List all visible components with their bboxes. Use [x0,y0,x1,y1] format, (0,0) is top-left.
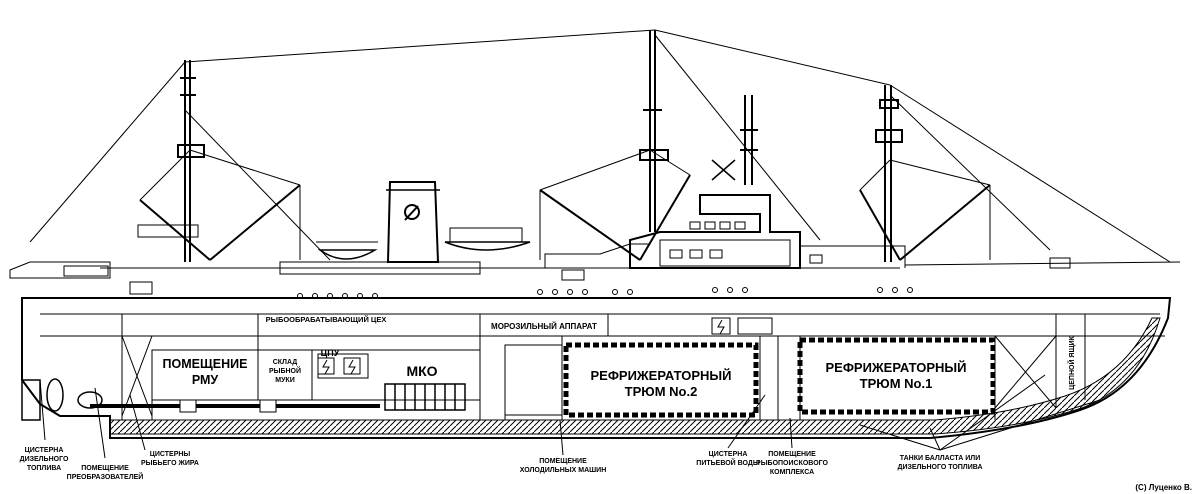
engine-room-label: МКО [406,363,437,379]
hammer-sickle-icon [404,204,420,221]
freezer-label: МОРОЗИЛЬНЫЙ АППАРАТ [491,322,597,331]
fish-oil-callout-2: РЫБЬЕГО ЖИРА [141,460,199,467]
refrigerated-hold-2 [563,342,759,418]
compartment-labels: ПОМЕЩЕНИЕ РМУ СКЛАД РЫБНОЙ МУКИ РЫБООБРА… [163,315,1076,399]
ballast-callout-1: ТАНКИ БАЛЛАСТА ИЛИ [900,455,981,462]
pomeshchenie-rmu-label-1: ПОМЕЩЕНИЕ [163,357,248,371]
hold-2-label-1: РЕФРИЖЕРАТОРНЫЙ [590,368,731,383]
superstructure [9,181,1071,295]
hold-1-label-2: ТРЮМ No.1 [860,376,933,391]
compartments [121,313,1086,420]
diesel-tank-callout-1: ЦИСТЕРНА [25,447,64,454]
sklad-label-1: СКЛАД [273,359,298,366]
diesel-tank-callout-2: ДИЗЕЛЬНОГО [20,456,69,463]
ballast-callout-2: ДИЗЕЛЬНОГО ТОПЛИВА [897,464,982,471]
fish-processing-shop-label: РЫБООБРАБАТЫВАЮЩИЙ ЦЕХ [266,315,387,324]
converters-callout-1: ПОМЕЩЕНИЕ [81,465,129,472]
fishfinder-callout-2: РЫБОПОИСКОВОГО [756,460,828,467]
refrigerated-hold-1 [797,337,996,415]
hull [21,297,1172,439]
credit: (C) Луценко В. [1135,483,1192,492]
callout-leaders [39,374,1101,459]
drinking-water-callout-1: ЦИСТЕРНА [709,451,748,458]
lightning-icon [317,317,773,375]
main-engine [384,383,466,411]
callout-labels: ЦИСТЕРНА ДИЗЕЛЬНОГО ТОПЛИВА ПОМЕЩЕНИЕ ПР… [20,447,983,481]
converters-callout-2: ПРЕОБРАЗОВАТЕЛЕЙ [67,472,144,481]
chain-locker-label: ЦЕПНОЙ ЯЩИК [1067,335,1076,389]
drinking-water-callout-2: ПИТЬЕВОЙ ВОДЫ [696,458,760,467]
rigging [29,29,1171,263]
masts [137,30,903,262]
railings [100,261,1181,269]
hold-1-label-1: РЕФРИЖЕРАТОРНЫЙ [825,360,966,375]
control-post-label: ЦПУ [321,348,340,358]
refrig-machines-callout-1: ПОМЕЩЕНИЕ [539,458,587,465]
sklad-label-2: РЫБНОЙ [269,366,301,375]
diesel-tank-callout-3: ТОПЛИВА [27,465,61,472]
fishfinder-callout-1: ПОМЕЩЕНИЕ [768,451,816,458]
portholes [297,221,913,299]
pomeshchenie-rmu-label-2: РМУ [192,373,219,387]
fish-oil-callout-1: ЦИСТЕРНЫ [150,451,191,458]
sklad-label-3: МУКИ [275,377,295,384]
hold-2-label-2: ТРЮМ No.2 [625,384,698,399]
fishfinder-callout-3: КОМПЛЕКСА [770,469,814,476]
refrig-machines-callout-2: ХОЛОДИЛЬНЫХ МАШИН [520,467,607,474]
